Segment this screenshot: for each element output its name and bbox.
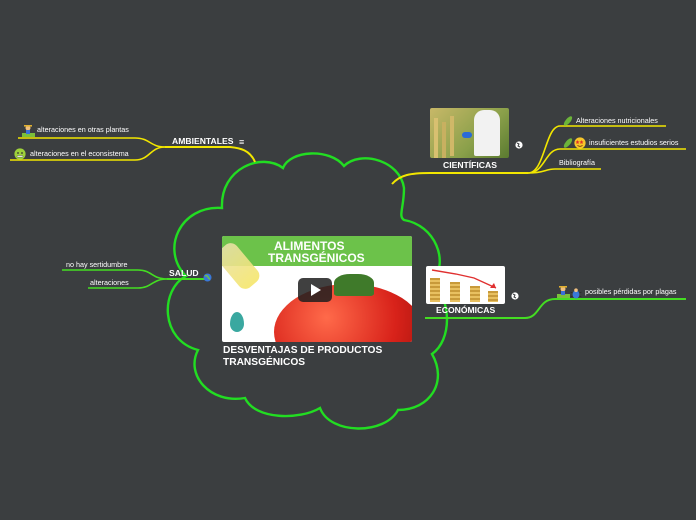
cientificas-child-3[interactable]: Bibliografía xyxy=(559,158,595,167)
farmer-icon xyxy=(557,285,570,298)
tomato-stem xyxy=(334,274,374,296)
play-icon xyxy=(311,284,321,296)
salud-child-1[interactable]: no hay sertidumbre xyxy=(66,260,128,269)
branch-cientificas-label[interactable]: CIENTÍFICAS xyxy=(443,160,497,170)
farmer-icon xyxy=(22,124,35,137)
globe-icon xyxy=(511,287,519,300)
connector-salud-child-2 xyxy=(88,278,168,289)
central-image-text-1: ALIMENTOS xyxy=(274,239,345,253)
cientificas-child-1[interactable]: Alteraciones nutricionales xyxy=(576,116,658,125)
central-image[interactable]: ALIMENTOS TRANSGÉNICOS xyxy=(222,236,412,342)
branch-economicas-label[interactable]: ECONÓMICAS xyxy=(436,305,496,315)
central-title: DESVENTAJAS DE PRODUCTOS TRANSGÉNICOS xyxy=(223,345,383,368)
globe-icon xyxy=(515,136,523,149)
pickle-icon xyxy=(562,114,574,126)
globe-icon xyxy=(203,269,212,282)
wheat-stalks xyxy=(434,118,438,158)
connector-ambientales xyxy=(165,146,256,163)
salud-child-2[interactable]: alteraciones xyxy=(90,278,129,287)
cientificas-image[interactable] xyxy=(430,108,509,158)
cientificas-child-2[interactable]: insuficientes estudios serios xyxy=(589,138,679,147)
connector-ambientales-child-1 xyxy=(18,137,166,148)
bug-icon xyxy=(570,286,582,299)
economicas-image[interactable] xyxy=(426,266,505,304)
branch-salud-label[interactable]: SALUD xyxy=(169,268,199,278)
star-struck-face-icon xyxy=(574,136,586,149)
connector-cientificas-child-3 xyxy=(527,168,601,174)
scientist-glove xyxy=(462,132,472,138)
connector-ambientales-child-2 xyxy=(10,146,166,161)
connector-cientificas xyxy=(391,172,528,185)
coin-stack-2 xyxy=(450,282,460,302)
central-image-text-2: TRANSGÉNICOS xyxy=(268,251,365,265)
play-button[interactable] xyxy=(298,278,332,302)
economicas-child-1[interactable]: posibles pérdidas por plagas xyxy=(585,287,677,296)
coin-stack-1 xyxy=(430,278,440,302)
sick-face-icon xyxy=(14,147,26,160)
ambientales-child-1[interactable]: alteraciones en otras plantas xyxy=(37,125,129,134)
central-image-banner xyxy=(222,236,412,266)
scientist-figure xyxy=(474,110,500,156)
coin-stack-4 xyxy=(488,291,498,302)
ambientales-child-2[interactable]: alteraciones en el econsistema xyxy=(30,149,129,158)
leaf-logo-icon xyxy=(230,312,244,332)
down-trend-arrow xyxy=(431,269,497,289)
coin-stack-3 xyxy=(470,286,480,302)
menu-lines-icon: ≡ xyxy=(239,137,245,147)
branch-ambientales-label[interactable]: AMBIENTALES xyxy=(172,136,234,146)
central-cloud-shape[interactable] xyxy=(166,152,449,430)
pickle-icon xyxy=(562,136,574,148)
connector-economicas xyxy=(425,298,686,319)
